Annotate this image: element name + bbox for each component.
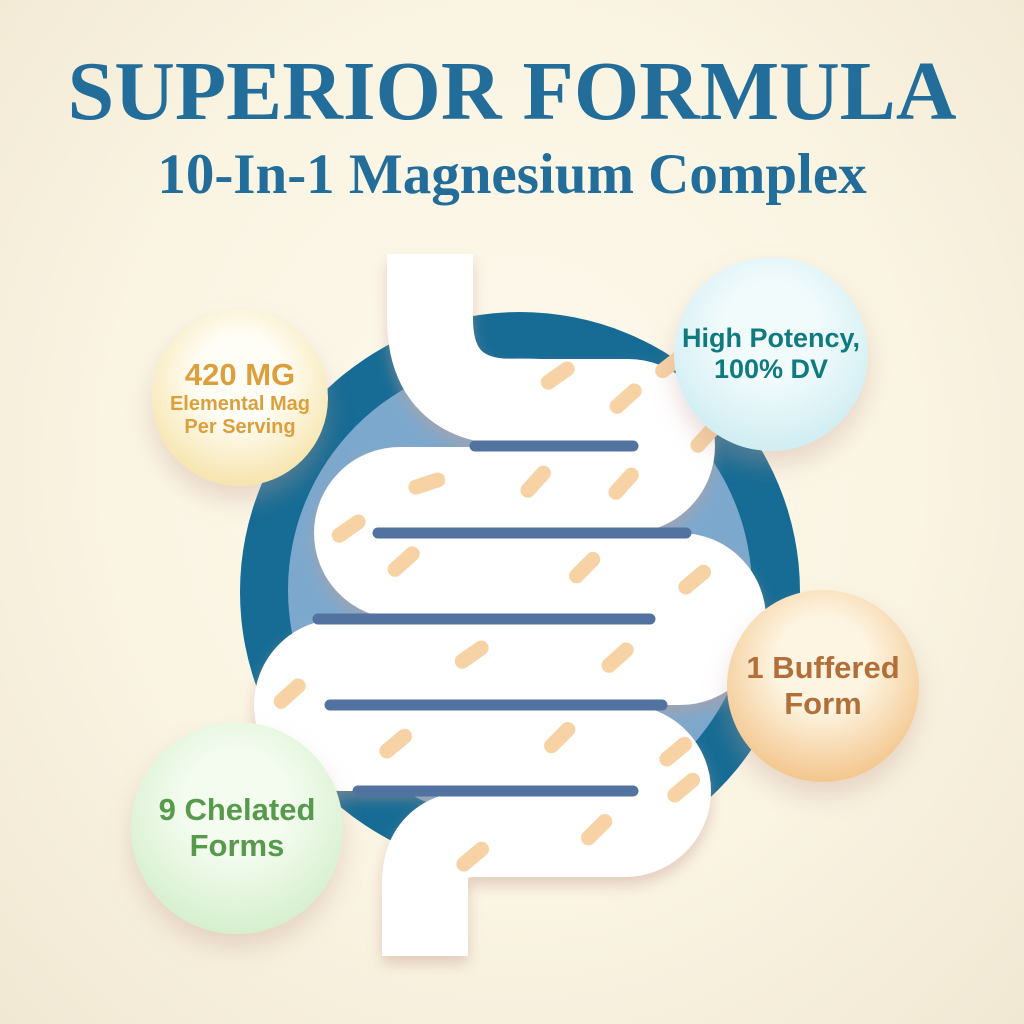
badge-420mg-line3: Per Serving xyxy=(184,415,296,438)
badge-chelated-forms: 9 Chelated Forms xyxy=(131,722,343,934)
badge-high-potency: High Potency, 100% DV xyxy=(674,257,868,451)
badge-chelated-line1: 9 Chelated xyxy=(158,792,316,828)
badge-420mg-value: 420 MG xyxy=(184,356,296,392)
intestine-crease-lines xyxy=(312,440,692,797)
page-title: SUPERIOR FORMULA xyxy=(67,45,957,138)
badge-buffered-line2: Form xyxy=(784,686,862,721)
badge-high-potency-line1: High Potency, xyxy=(681,322,861,353)
badge-420mg-line2: Elemental Mag xyxy=(169,392,311,415)
badge-high-potency-line2: 100% DV xyxy=(713,354,829,384)
badge-buffered-line1: 1 Buffered xyxy=(746,650,900,686)
intestine-icon xyxy=(254,254,766,956)
page-subtitle: 10-In-1 Magnesium Complex xyxy=(157,143,867,206)
badge-chelated-line2: Forms xyxy=(189,828,285,863)
badge-buffered-form: 1 Buffered Form xyxy=(727,590,919,782)
badge-420mg-elemental: 420 MG Elemental Mag Per Serving xyxy=(152,310,328,486)
